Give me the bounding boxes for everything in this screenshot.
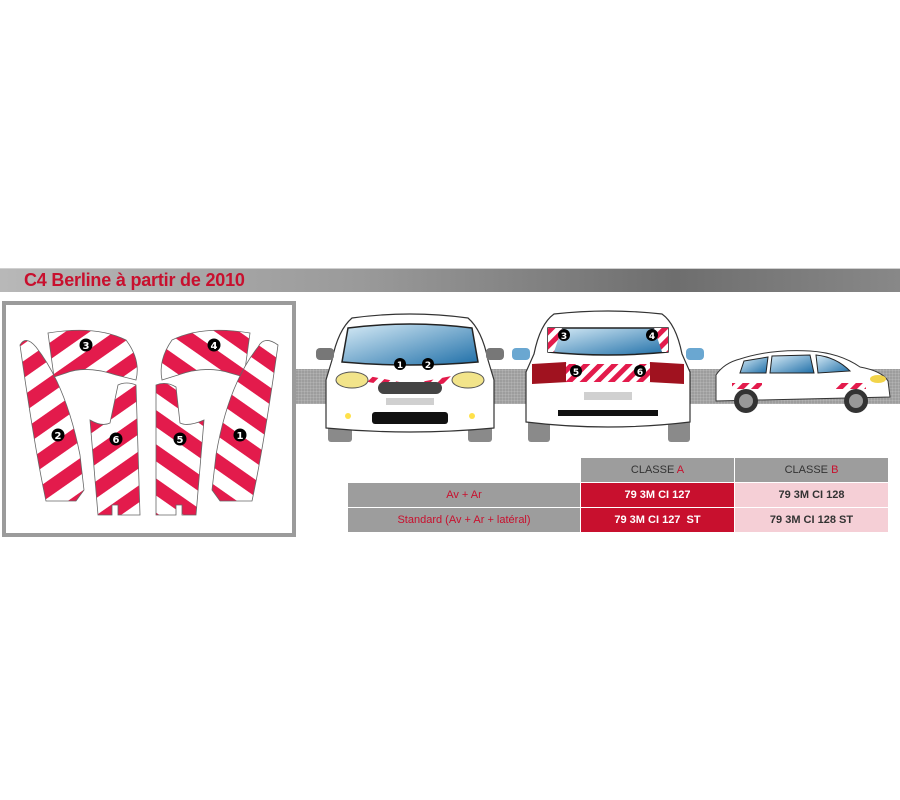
car-front-view: 1 2	[316, 313, 504, 442]
panel-label-5: 5	[173, 432, 187, 446]
cell-class-a: 79 3M CI 127	[580, 482, 735, 508]
rear-marker-3: 3	[558, 329, 570, 342]
row-label: Av + Ar	[347, 482, 581, 508]
cell-class-a: 79 3M CI 127 ST	[580, 507, 735, 533]
svg-text:4: 4	[649, 332, 655, 342]
panel-label-3: 3	[79, 338, 93, 352]
front-marker-1: 1	[394, 358, 406, 371]
rear-marker-4: 4	[646, 329, 658, 342]
header-classe-b: CLASSE B	[734, 457, 889, 483]
page-title: C4 Berline à partir de 2010	[24, 270, 245, 290]
svg-text:5: 5	[177, 435, 184, 446]
panel-piece-1	[211, 340, 279, 502]
car-side-view	[715, 350, 891, 413]
cell-class-b: 79 3M CI 128 ST	[734, 507, 889, 533]
panel-piece-2	[19, 340, 85, 502]
svg-text:5: 5	[573, 368, 579, 378]
svg-text:2: 2	[425, 361, 431, 371]
reference-table: CLASSE A CLASSE B Av + Ar 79 3M CI 127 7…	[347, 457, 889, 533]
svg-text:1: 1	[237, 431, 244, 442]
table-row: Standard (Av + Ar + latéral) 79 3M CI 12…	[347, 507, 889, 533]
row-label: Standard (Av + Ar + latéral)	[347, 507, 581, 533]
panel-piece-6	[89, 382, 141, 516]
svg-text:3: 3	[561, 332, 567, 342]
header-classe-a: CLASSE A	[580, 457, 735, 483]
panel-piece-4	[160, 329, 251, 381]
table-header-row: CLASSE A CLASSE B	[348, 457, 889, 483]
svg-text:1: 1	[397, 361, 403, 371]
rear-marker-5: 5	[570, 365, 582, 378]
svg-text:4: 4	[211, 341, 218, 352]
svg-text:6: 6	[637, 368, 643, 378]
panel-piece-5	[155, 383, 205, 516]
car-rear-view: 3 4 5 6	[512, 310, 704, 442]
panel-kit-svg: 3 4 2 6 5 1	[19, 329, 279, 516]
title-band: C4 Berline à partir de 2010	[0, 268, 900, 292]
panel-label-4: 4	[207, 338, 221, 352]
svg-text:2: 2	[55, 431, 62, 442]
panel-label-2: 2	[51, 428, 65, 442]
panel-piece-3	[47, 329, 138, 381]
panel-kit-diagram: 3 4 2 6 5 1	[2, 301, 296, 537]
rear-marker-6: 6	[634, 365, 646, 378]
front-marker-2: 2	[422, 358, 434, 371]
svg-text:3: 3	[83, 341, 90, 352]
cell-class-b: 79 3M CI 128	[734, 482, 889, 508]
panel-label-1: 1	[233, 428, 247, 442]
panel-label-6: 6	[109, 432, 123, 446]
svg-text:6: 6	[113, 435, 120, 446]
table-row: Av + Ar 79 3M CI 127 79 3M CI 128	[347, 482, 889, 508]
